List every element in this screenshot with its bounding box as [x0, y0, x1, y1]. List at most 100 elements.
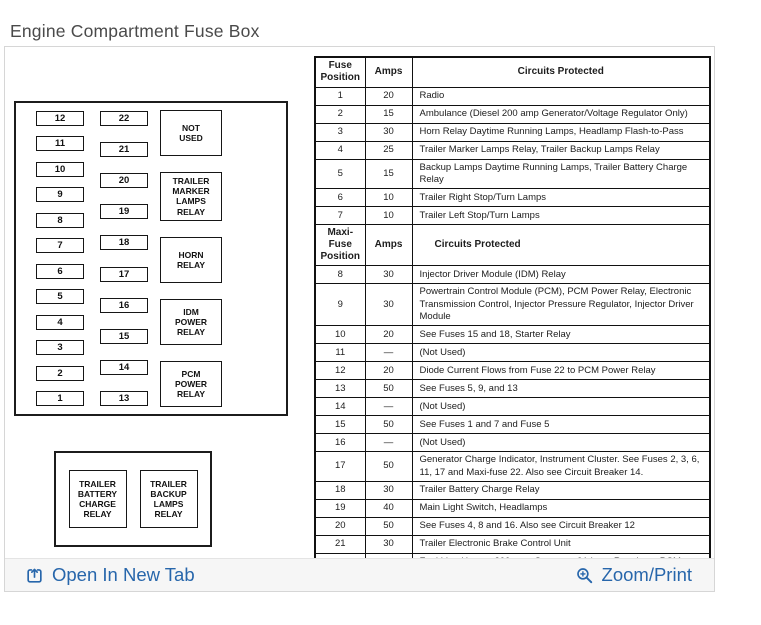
col-amps-header: Amps — [364, 224, 413, 267]
cell-amps: 30 — [364, 480, 413, 500]
table-row: 10 20 See Fuses 15 and 18, Starter Relay — [314, 325, 711, 345]
cell-position: 14 — [314, 397, 366, 417]
fuse-slot: 12 — [36, 111, 84, 126]
table-row: 19 40 Main Light Switch, Headlamps — [314, 498, 711, 518]
fuse-number: 11 — [54, 138, 66, 150]
cell-circuits: Ambulance (Diesel 200 amp Generator/Volt… — [411, 104, 711, 124]
table-row: 15 50 See Fuses 1 and 7 and Fuse 5 — [314, 415, 711, 435]
cell-circuits: Trailer Left Stop/Turn Lamps — [411, 206, 711, 226]
cell-position: 17 — [314, 451, 366, 482]
col-maxi-fuse-position-header: Maxi-Fuse Position — [314, 224, 366, 267]
table-row: 5 15 Backup Lamps Daytime Running Lamps,… — [314, 158, 711, 190]
cell-position: 6 — [314, 188, 366, 208]
fuse-rows: 1 20 Radio 2 15 Ambulance (Diesel 200 am… — [314, 86, 711, 226]
cell-position: 7 — [314, 206, 366, 226]
cell-amps: — — [364, 433, 413, 453]
maxi-fuse-rows: 8 30 Injector Driver Module (IDM) Relay … — [314, 265, 711, 585]
cell-position: 20 — [314, 516, 366, 536]
fuse-slot: 11 — [36, 136, 84, 152]
fuse-number: 10 — [54, 163, 66, 175]
table-row: 12 20 Diode Current Flows from Fuse 22 t… — [314, 361, 711, 381]
fuse-number: 20 — [118, 175, 130, 187]
fuse-slot: 5 — [36, 289, 84, 305]
cell-position: 8 — [314, 265, 366, 285]
fuse-number: 22 — [118, 113, 130, 124]
table-row: 8 30 Injector Driver Module (IDM) Relay — [314, 265, 711, 285]
fuse-number: 5 — [57, 291, 63, 303]
zoom-print-link[interactable]: Zoom/Print — [575, 564, 692, 586]
cell-circuits: Trailer Right Stop/Turn Lamps — [411, 188, 711, 208]
fuse-slot: 20 — [100, 173, 148, 189]
cell-circuits: See Fuses 5, 9, and 13 — [411, 379, 711, 399]
fuse-slot: 18 — [100, 235, 148, 251]
cell-amps: 50 — [364, 415, 413, 435]
cell-circuits: (Not Used) — [411, 433, 711, 453]
fuse-slot: 14 — [100, 359, 148, 375]
cell-amps: 50 — [364, 516, 413, 536]
relay-box: PCM POWER RELAY — [160, 361, 222, 407]
relay-box: IDM POWER RELAY — [160, 298, 222, 345]
col-fuse-position-header: Fuse Position — [314, 56, 366, 88]
table-row: 17 50 Generator Charge Indicator, Instru… — [314, 451, 711, 482]
fuse-number: 15 — [118, 330, 130, 342]
fuse-column-left: 12 11 10 9 8 — [36, 111, 84, 406]
col-amps-header: Amps — [364, 56, 413, 88]
trailer-relay-panel: TRAILER BATTERY CHARGE RELAY TRAILER BAC… — [54, 451, 212, 547]
relay-box: HORN RELAY — [160, 236, 222, 283]
cell-amps: 50 — [364, 379, 413, 399]
fuse-number: 19 — [118, 206, 130, 218]
fuse-slot: 17 — [100, 266, 148, 282]
fuse-number: 16 — [118, 299, 130, 311]
cell-amps: 30 — [364, 122, 413, 142]
cell-amps: 20 — [364, 361, 413, 381]
fuse-slot: 3 — [36, 340, 84, 356]
fuse-number: 17 — [118, 268, 130, 280]
cell-position: 18 — [314, 480, 366, 500]
table-row: 20 50 See Fuses 4, 8 and 16. Also see Ci… — [314, 516, 711, 536]
cell-amps: — — [364, 397, 413, 417]
cell-circuits: Trailer Marker Lamps Relay, Trailer Back… — [411, 140, 711, 160]
cell-position: 3 — [314, 122, 366, 142]
table-row: 13 50 See Fuses 5, 9, and 13 — [314, 379, 711, 399]
col-circuits-header: Circuits Protected — [411, 56, 711, 88]
cell-circuits: (Not Used) — [411, 397, 711, 417]
cell-position: 15 — [314, 415, 366, 435]
cell-circuits: Backup Lamps Daytime Running Lamps, Trai… — [411, 158, 711, 190]
cell-circuits: Injector Driver Module (IDM) Relay — [411, 265, 711, 285]
fuse-number: 18 — [118, 237, 130, 249]
cell-position: 16 — [314, 433, 366, 453]
table-row: 18 30 Trailer Battery Charge Relay — [314, 480, 711, 500]
cell-position: 4 — [314, 140, 366, 160]
table-row: 4 25 Trailer Marker Lamps Relay, Trailer… — [314, 140, 711, 160]
fuse-slot: 16 — [100, 297, 148, 313]
fuse-number: 14 — [118, 361, 130, 373]
cell-circuits: (Not Used) — [411, 343, 711, 363]
cell-amps: 30 — [364, 283, 413, 327]
magnifier-plus-icon — [575, 566, 594, 585]
fuse-slot: 21 — [100, 142, 148, 158]
cell-circuits: See Fuses 15 and 18, Starter Relay — [411, 325, 711, 345]
table-row: 2 15 Ambulance (Diesel 200 amp Generator… — [314, 104, 711, 124]
table-row: 16 — (Not Used) — [314, 433, 711, 453]
cell-amps: 15 — [364, 104, 413, 124]
fuse-slot: 2 — [36, 365, 84, 381]
fuse-number: 6 — [57, 265, 63, 277]
open-in-new-tab-link[interactable]: Open In New Tab — [25, 564, 195, 586]
fuse-slot: 9 — [36, 187, 84, 203]
cell-circuits: Diode Current Flows from Fuse 22 to PCM … — [411, 361, 711, 381]
relay-column: NOT USED TRAILER MARKER LAMPS RELAY HORN… — [160, 110, 222, 407]
fuse-number: 3 — [57, 342, 63, 354]
fuse-number: 4 — [57, 316, 63, 328]
table-header-row: Fuse Position Amps Circuits Protected — [314, 56, 711, 88]
open-in-new-tab-label: Open In New Tab — [52, 564, 195, 585]
cell-position: 10 — [314, 325, 366, 345]
fuse-number: 2 — [57, 367, 63, 379]
fuse-slot: 19 — [100, 204, 148, 220]
fuse-number: 9 — [57, 189, 63, 201]
zoom-print-label: Zoom/Print — [601, 564, 692, 585]
cell-position: 13 — [314, 379, 366, 399]
fuse-table: Fuse Position Amps Circuits Protected 1 … — [314, 56, 711, 585]
content-card: 12 11 10 9 8 — [4, 46, 715, 592]
page-title: Engine Compartment Fuse Box — [10, 21, 260, 41]
cell-position: 11 — [314, 343, 366, 363]
